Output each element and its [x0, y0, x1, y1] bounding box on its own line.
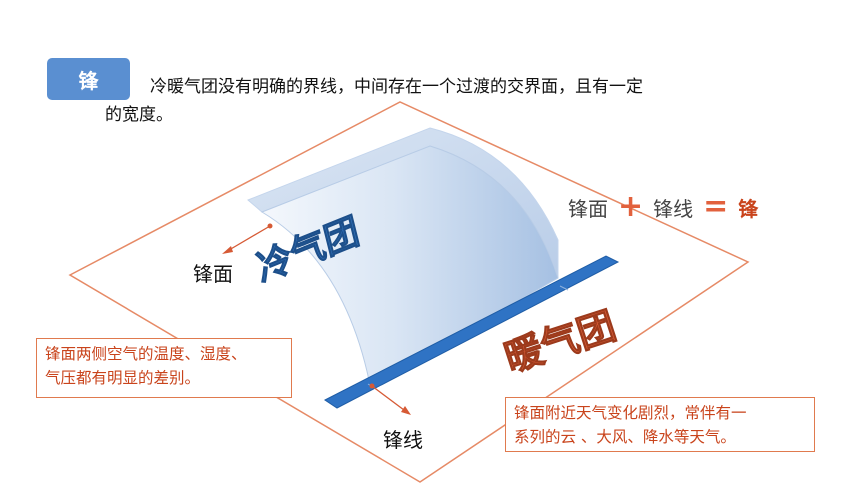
- intro-text: 冷暖气团没有明确的界线，中间存在一个过渡的交界面，且有一定 的宽度。: [105, 73, 790, 129]
- callout-temperature-difference: 锋面两侧空气的温度、湿度、 气压都有明显的差别。: [36, 338, 292, 398]
- equals-sign: =: [703, 189, 729, 224]
- intro-line-2: 的宽度。: [105, 105, 173, 125]
- front-surface-label: 锋面: [193, 262, 233, 286]
- front-line-label: 锋线: [383, 428, 423, 452]
- equation-term-front-line: 锋线: [653, 196, 694, 221]
- front-surface-pointer: [222, 223, 273, 254]
- callout-left-line-2: 气压都有明显的差别。: [45, 369, 201, 387]
- equation-result: 锋: [738, 196, 759, 221]
- front-badge: 锋: [47, 58, 130, 100]
- callout-left-line-1: 锋面两侧空气的温度、湿度、: [45, 345, 247, 363]
- callout-right-line-2: 系列的云 、大风、降水等天气。: [514, 428, 736, 446]
- front-line-pointer: [369, 383, 411, 415]
- equation-term-front-surface: 锋面: [568, 196, 608, 221]
- callout-right-line-1: 锋面附近天气变化剧烈，常伴有一: [514, 404, 747, 422]
- callout-weather-change: 锋面附近天气变化剧烈，常伴有一 系列的云 、大风、降水等天气。: [505, 397, 815, 452]
- plus-sign: +: [618, 189, 644, 224]
- front-surface: [260, 145, 559, 386]
- intro-line-1: 冷暖气团没有明确的界线，中间存在一个过渡的交界面，且有一定: [150, 77, 643, 97]
- front-line-band: [324, 255, 620, 409]
- equation: 锋面 + 锋线 = 锋: [568, 192, 758, 222]
